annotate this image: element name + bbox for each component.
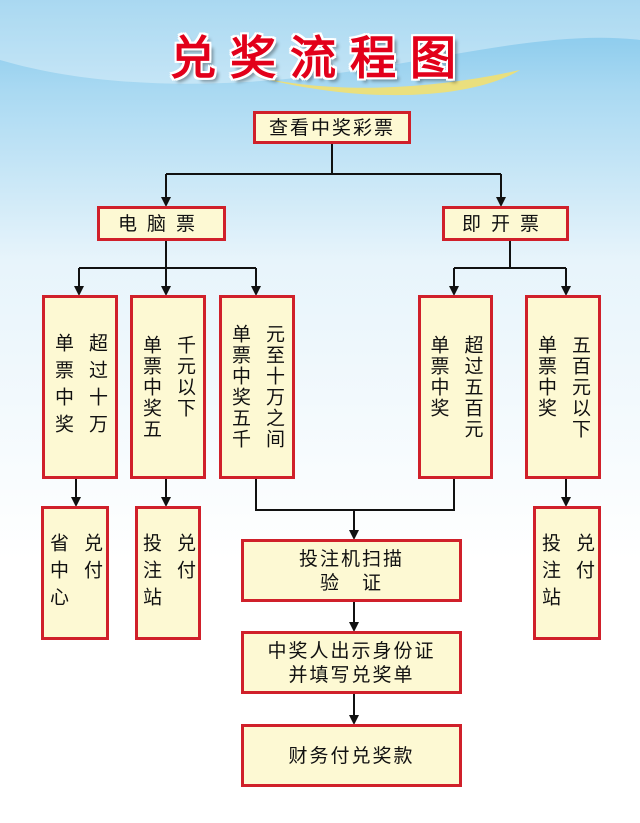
node-station-left: 兑付 投注站 — [135, 506, 201, 640]
node-prov-col2: 省中心 — [47, 532, 69, 614]
node-computer-under-1k: 千元以下 单票中奖五 — [130, 295, 206, 479]
node-c-under-col1: 千元以下 — [174, 334, 196, 419]
node-i-under-col1: 五百元以下 — [569, 334, 591, 440]
node-c-over-col2: 单票中奖 — [52, 333, 74, 441]
connector-mid-to-scan — [255, 478, 455, 511]
node-computer-ticket: 电脑票 — [97, 206, 226, 241]
node-check-label: 查看中奖彩票 — [268, 116, 395, 139]
node-c-mid-col1: 元至十万之间 — [263, 324, 285, 450]
node-i-over-col1: 超过五百元 — [461, 334, 484, 440]
node-c-mid-col2: 单票中奖五千 — [229, 324, 251, 450]
node-c-over-col1: 超过十万 — [86, 333, 108, 441]
node-i-over-col2: 单票中奖 — [427, 334, 450, 419]
node-provincial-center: 兑付 省中心 — [41, 506, 109, 640]
page-title: 兑奖流程图 — [170, 31, 470, 85]
node-computer-over-100k: 超过十万 单票中奖 — [42, 295, 118, 479]
node-station-right-col2: 投注站 — [539, 532, 561, 614]
node-scan-line2: 验 证 — [319, 571, 383, 594]
node-station-right-col1: 兑付 — [573, 532, 595, 587]
node-finance-payout: 财务付兑奖款 — [241, 724, 462, 787]
node-instant-ticket: 即开票 — [442, 206, 569, 241]
node-id-line1: 中奖人出示身份证 — [267, 639, 436, 662]
node-scan-line1: 投注机扫描 — [298, 547, 404, 570]
node-i-under-col2: 单票中奖 — [535, 334, 557, 419]
node-prov-col1: 兑付 — [81, 532, 103, 587]
node-station-left-col2: 投注站 — [140, 532, 162, 614]
node-instant-over-500: 超过五百元 单票中奖 — [418, 295, 493, 479]
node-station-right: 兑付 投注站 — [533, 506, 601, 640]
node-terminal-scan: 投注机扫描 验 证 — [241, 539, 462, 602]
node-computer-1k-to-100k: 元至十万之间 单票中奖五千 — [219, 295, 295, 479]
node-computer-label: 电脑票 — [117, 212, 205, 235]
title-banner-swoosh — [0, 0, 640, 84]
node-show-id-card: 中奖人出示身份证 并填写兑奖单 — [241, 631, 462, 694]
title-banner-wave — [250, 70, 520, 96]
node-instant-label: 即开票 — [461, 212, 549, 235]
node-station-left-col1: 兑付 — [174, 532, 196, 587]
node-check-winning-ticket: 查看中奖彩票 — [253, 111, 411, 144]
node-pay-label: 财务付兑奖款 — [288, 744, 415, 767]
connector-lines — [71, 143, 571, 725]
node-instant-under-500: 五百元以下 单票中奖 — [525, 295, 601, 479]
node-id-line2: 并填写兑奖单 — [288, 663, 415, 686]
node-c-under-col2: 单票中奖五 — [140, 334, 162, 440]
